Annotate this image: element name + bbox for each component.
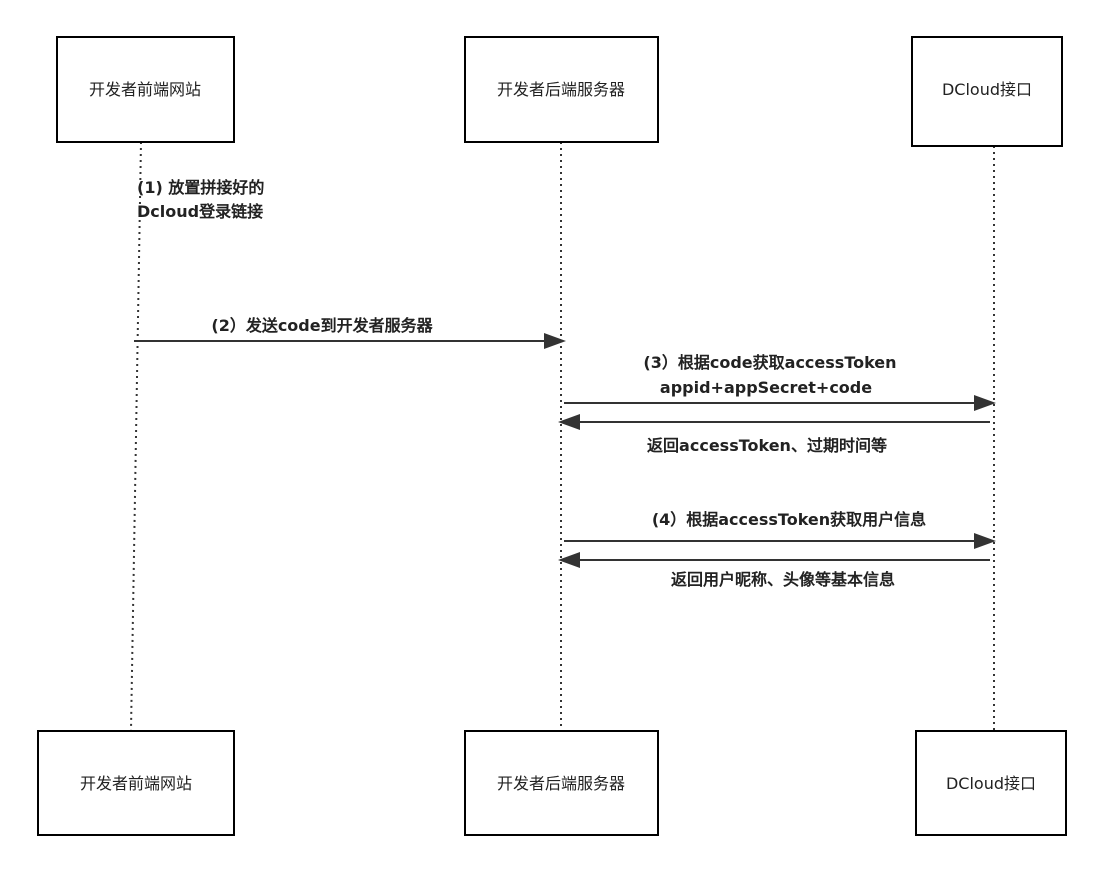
participant-dcloud-top: DCloud接口 (911, 36, 1063, 147)
note-step1-line2: Dcloud登录链接 (137, 202, 263, 221)
participant-frontend-bottom: 开发者前端网站 (37, 730, 235, 836)
message-step4-return-label: 返回用户昵称、头像等基本信息 (671, 570, 895, 589)
arrow-right-icon (974, 395, 996, 411)
participant-backend-bottom: 开发者后端服务器 (464, 730, 659, 836)
participant-backend-bottom-label: 开发者后端服务器 (497, 774, 625, 793)
message-step3-return-label: 返回accessToken、过期时间等 (647, 436, 887, 455)
lifeline-frontend (130, 141, 142, 731)
participant-dcloud-bottom: DCloud接口 (915, 730, 1067, 836)
participant-frontend-top: 开发者前端网站 (56, 36, 235, 143)
message-step4-label: (4）根据accessToken获取用户信息 (652, 510, 926, 529)
participant-backend-top-label: 开发者后端服务器 (497, 80, 625, 99)
arrow-right-icon (544, 333, 566, 349)
participant-frontend-top-label: 开发者前端网站 (89, 80, 201, 99)
participant-backend-top: 开发者后端服务器 (464, 36, 659, 143)
arrow-right-icon (974, 533, 996, 549)
participant-dcloud-bottom-label: DCloud接口 (946, 774, 1036, 793)
participant-frontend-bottom-label: 开发者前端网站 (80, 774, 192, 793)
message-step3-label-line2: appid+appSecret+code (660, 378, 872, 397)
arrow-left-icon (558, 552, 580, 568)
note-step1-line1: (1) 放置拼接好的 (137, 178, 264, 197)
arrow-left-icon (558, 414, 580, 430)
message-step2-label: (2）发送code到开发者服务器 (211, 316, 433, 335)
participant-dcloud-top-label: DCloud接口 (942, 80, 1032, 99)
message-step3-label-line1: (3）根据code获取accessToken (643, 353, 896, 372)
